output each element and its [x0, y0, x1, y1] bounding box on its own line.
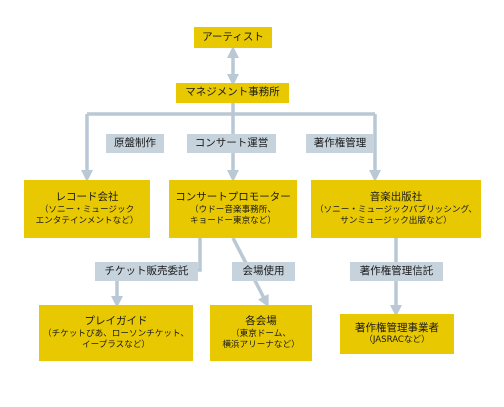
promoter-title: コンサートプロモーター: [175, 191, 291, 203]
management-title: マネジメント事務所: [185, 86, 280, 99]
label-copyright-trust: 著作権管理信託: [350, 262, 443, 281]
music-publisher-box: 音楽出版社 （ソニー・ミュージックパブリッシング、 サンミュージック出版など）: [311, 180, 481, 238]
promoter-box: コンサートプロモーター （ウドー音楽事務所、 キョードー東京など）: [169, 180, 297, 238]
label-copyright-management: 著作権管理: [306, 134, 374, 153]
play-guide-example-1: （チケットぴあ、ローソンチケット、: [43, 328, 189, 339]
play-guide-example-2: イープラスなど）: [81, 339, 151, 350]
label-concert-management: コンサート運営: [187, 134, 276, 153]
venue-example-2: 横浜アリーナなど）: [222, 339, 300, 350]
copyright-org-title: 著作権管理事業者: [355, 321, 439, 334]
management-box: マネジメント事務所: [176, 83, 289, 103]
artist-title: アーティスト: [202, 30, 264, 43]
record-company-example-1: （ソニー・ミュージック: [39, 204, 135, 215]
promoter-example-1: （ウドー音楽事務所、: [190, 204, 276, 215]
music-publisher-example-2: サンミュージック出版など）: [340, 215, 452, 226]
music-publisher-example-1: （ソニー・ミュージックパブリッシング、: [314, 204, 478, 215]
label-master-production: 原盤制作: [106, 134, 164, 153]
venue-title: 各会場: [245, 315, 277, 327]
record-company-title: レコード会社: [55, 191, 119, 203]
record-company-example-2: エンタテインメントなど）: [35, 215, 139, 226]
copyright-org-box: 著作権管理事業者 （JASRACなど）: [340, 314, 454, 354]
label-ticket-consignment: チケット販売委託: [95, 262, 198, 281]
copyright-org-example: （JASRACなど）: [364, 335, 430, 346]
record-company-box: レコード会社 （ソニー・ミュージック エンタテインメントなど）: [24, 180, 150, 238]
promoter-example-2: キョードー東京など）: [190, 215, 276, 226]
play-guide-box: プレイガイド （チケットぴあ、ローソンチケット、 イープラスなど）: [39, 305, 193, 361]
music-publisher-title: 音楽出版社: [369, 191, 423, 203]
artist-box: アーティスト: [194, 27, 272, 48]
play-guide-title: プレイガイド: [84, 315, 148, 327]
label-venue-use: 会場使用: [232, 262, 295, 281]
venue-example-1: （東京ドーム、: [231, 328, 291, 339]
venue-box: 各会場 （東京ドーム、 横浜アリーナなど）: [210, 305, 312, 361]
